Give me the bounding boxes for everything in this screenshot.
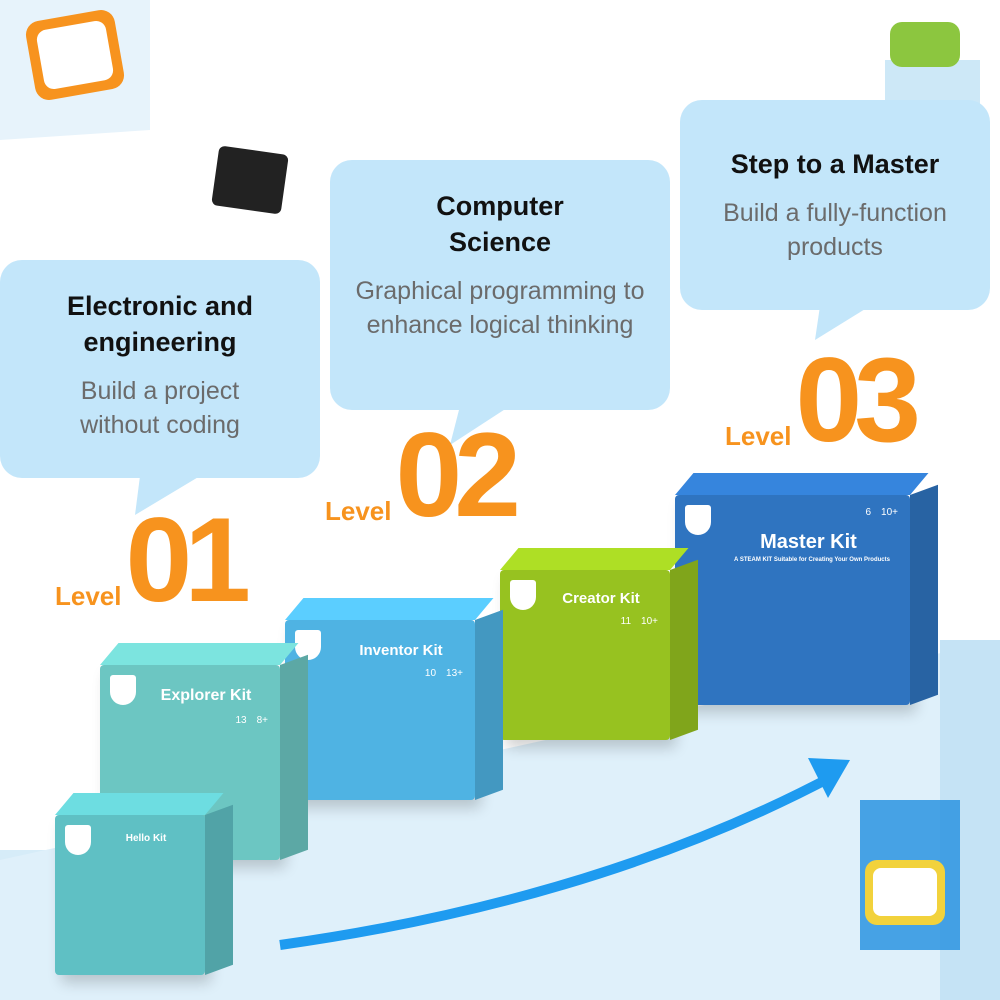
explorer-kit-badges: 13 8+ [235,715,268,726]
inventor-kit-age: 13+ [446,668,463,679]
crowbits-logo-icon [510,580,536,610]
creator-kit-age: 10+ [641,616,658,627]
creator-kit-badge: 11 [620,616,632,627]
master-kit-age: 10+ [881,507,898,518]
step-3-bubble: Step to a Master Build a fully-function … [680,100,990,310]
crowbits-logo-icon [295,630,321,660]
step-1-title: Electronic and engineering [66,291,254,357]
yellow-mascot-icon [865,860,945,925]
master-kit-badge: 6 [865,507,872,518]
crowbits-logo-icon [65,825,91,855]
crowbits-logo-icon [685,505,711,535]
master-kit-box[interactable]: 6 10+ Master Kit A STEAM KIT Suitable fo… [675,473,938,705]
step-1-bubble: Electronic and engineering Build a proje… [0,260,320,478]
step-2-bubble: Computer Science Graphical programming t… [330,160,670,410]
crowbits-logo-icon [110,675,136,705]
creator-kit-box[interactable]: Creator Kit 11 10+ [500,548,698,740]
arrow-head-icon [808,758,850,798]
explorer-kit-title: Explorer Kit [160,687,252,704]
level-1-word: Level [55,581,122,611]
level-2-word: Level [325,496,392,526]
step-3-desc: Build a fully-function products [723,199,947,261]
hello-kit-title: Hello Kit [125,833,167,844]
level-3-number: 03 [795,333,922,467]
level-3-word: Level [725,421,792,451]
inventor-kit-badge: 10 [424,668,437,679]
level-1-number: 01 [125,493,252,627]
inventor-kit-badges: 10 13+ [425,668,463,679]
step-2-desc: Graphical programming to enhance logical… [355,277,645,339]
step-2-title: Computer Science [436,191,564,257]
step-3-title: Step to a Master [730,149,940,179]
step-1-desc: Build a project without coding [80,377,240,439]
explorer-kit-age: 8+ [256,715,268,726]
master-kit-subtitle: A STEAM KIT Suitable for Creating Your O… [734,557,890,563]
inventor-kit-box[interactable]: Inventor Kit 10 13+ [285,598,503,800]
creator-kit-title: Creator Kit [562,590,640,607]
green-mascot-icon [890,22,960,67]
master-kit-badges: 6 10+ [865,507,898,518]
level-2-number: 02 [395,408,522,542]
explorer-kit-badge: 13 [235,715,247,726]
hello-kit-box[interactable]: Hello Kit [55,793,233,975]
inventor-kit-title: Inventor Kit [359,642,443,659]
master-kit-title: Master Kit [760,531,857,553]
creator-kit-badges: 11 10+ [621,616,658,627]
progress-arrow [279,770,838,950]
